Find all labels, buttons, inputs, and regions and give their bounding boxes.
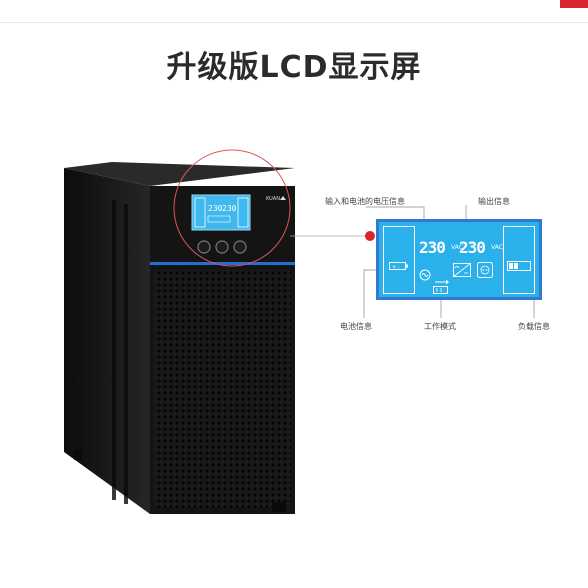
- battery-mode-icon: [433, 280, 449, 299]
- lcd-input-unit: VAC: [451, 244, 463, 251]
- ups-foot-left: [74, 450, 82, 460]
- lcd-right-segment: [503, 226, 535, 294]
- battery-icon: + -: [389, 256, 409, 275]
- flow-arrow-icon: [435, 270, 449, 289]
- lcd-detail-panel: + - 230 VAC 230 VAC: [376, 219, 542, 300]
- page-title: 升级版LCD显示屏: [166, 50, 422, 85]
- annotation-load-info: 负载信息: [518, 322, 550, 331]
- brand-triangle-icon: [280, 196, 286, 200]
- small-lcd-input-value: 230: [208, 204, 223, 213]
- ups-front-mesh: [154, 270, 291, 508]
- load-level-icon: [507, 256, 531, 275]
- lcd-left-segment: [383, 226, 415, 294]
- ups-foot-right: [272, 502, 286, 512]
- annotation-output-info: 输出信息: [478, 197, 510, 206]
- ups-buttons: [197, 240, 247, 254]
- ups-brand-label: KUAN: [266, 196, 280, 202]
- ups-blue-stripe: [150, 262, 295, 265]
- top-strip: [0, 0, 588, 23]
- svg-text:+ -: + -: [392, 265, 400, 271]
- ups-top-panel: [64, 162, 295, 186]
- output-socket-icon: [477, 262, 493, 282]
- small-lcd-output-value: 230: [222, 204, 237, 213]
- ups-button-2: [215, 240, 229, 254]
- ups-button-1: [197, 240, 211, 254]
- inverter-icon: [453, 262, 471, 281]
- red-accent-bar: [560, 0, 588, 8]
- highlight-circle: [173, 149, 291, 267]
- ups-button-3: [233, 240, 247, 254]
- ups-side-panel: [64, 168, 150, 514]
- lcd-output-voltage: 230: [459, 238, 486, 257]
- ups-side-vents: [112, 200, 128, 504]
- lcd-input-voltage: 230: [419, 238, 446, 257]
- ups-small-lcd: [191, 194, 251, 231]
- lcd-output-unit: VAC: [491, 244, 503, 251]
- annotation-work-mode: 工作模式: [424, 322, 456, 331]
- annotation-input-battery-voltage: 输入和电池的电压信息: [325, 197, 405, 206]
- ac-input-icon: [419, 266, 431, 285]
- annotation-battery-info: 电池信息: [340, 322, 372, 331]
